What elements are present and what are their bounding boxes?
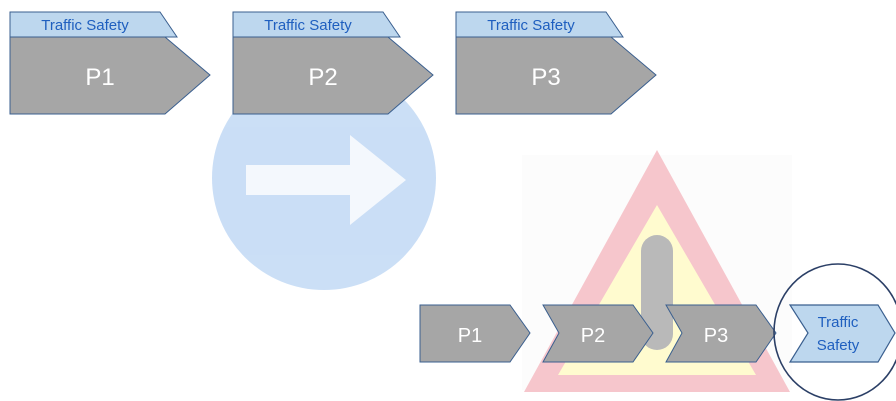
warning-bar bbox=[641, 235, 673, 350]
final-step: Traffic Safety bbox=[773, 263, 896, 401]
step-tag-label: Traffic Safety bbox=[41, 17, 129, 34]
bottom-process-row: P1 P2 P3 bbox=[419, 304, 777, 363]
step-label: P1 bbox=[85, 64, 114, 91]
final-chevron bbox=[788, 304, 896, 363]
step-chevron bbox=[665, 304, 777, 363]
step-tag-label: Traffic Safety bbox=[264, 17, 352, 34]
step-label: P3 bbox=[704, 325, 728, 347]
bottom-step-2: P2 bbox=[542, 304, 654, 363]
bottom-step-1: P1 bbox=[419, 304, 531, 363]
step-label: P3 bbox=[531, 64, 560, 91]
arrow-sign-arrow bbox=[246, 135, 406, 225]
step-chevron bbox=[419, 304, 531, 363]
step-tag bbox=[455, 11, 624, 38]
final-label-line1: Traffic bbox=[818, 314, 859, 331]
final-label-line2: Safety bbox=[817, 337, 860, 354]
step-tag bbox=[9, 11, 178, 38]
step-tag-label: Traffic Safety bbox=[487, 17, 575, 34]
final-highlight-circle bbox=[773, 263, 896, 401]
bottom-step-3: P3 bbox=[665, 304, 777, 363]
step-label: P2 bbox=[581, 325, 605, 347]
step-chevron bbox=[542, 304, 654, 363]
step-label: P2 bbox=[308, 64, 337, 91]
step-label: P1 bbox=[458, 325, 482, 347]
right-arrow-sign-icon bbox=[212, 66, 436, 290]
step-tag bbox=[232, 11, 401, 38]
